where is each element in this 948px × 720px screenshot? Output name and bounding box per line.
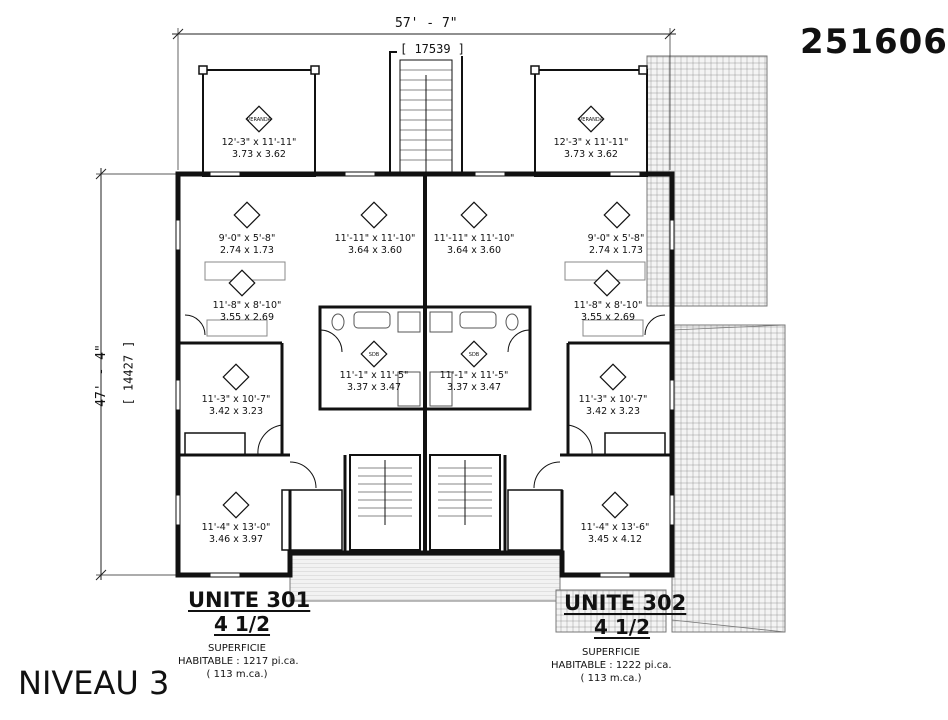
room-label-dining-301: 9'-0" x 5'-8" 2.74 x 1.73	[219, 233, 276, 257]
overall-width-dimension	[172, 28, 676, 170]
room-size-imperial: 11'-4" x 13'-0"	[201, 522, 271, 533]
veranda-icon-label: VERANDA	[579, 117, 604, 123]
plan-number: 251606	[800, 22, 948, 62]
room-size-metric: 3.73 x 3.62	[232, 149, 286, 160]
room-size-metric: 2.74 x 1.73	[220, 245, 274, 256]
room-size-metric: 3.42 x 3.23	[209, 406, 263, 417]
overall-width-metric-label: [ 17539 ]	[397, 42, 469, 56]
kitchen-icon	[593, 269, 621, 297]
unit-302-area-line2: HABITABLE : 1222 pi.ca.	[551, 660, 672, 671]
room-size-imperial: 11'-3" x 10'-7"	[201, 394, 271, 405]
room-size-metric: 3.55 x 2.69	[220, 312, 274, 323]
exterior-stair	[389, 51, 463, 175]
overall-width-label: 57' - 7"	[395, 16, 458, 31]
windows	[175, 171, 675, 578]
unit-302-name: UNITE 302	[564, 591, 687, 615]
room-label-kitchen-302: 11'-8" x 8'-10" 3.55 x 2.69	[574, 300, 643, 324]
room-size-imperial: 11'-8" x 8'-10"	[212, 300, 282, 311]
room-label-bath-301: 11'-1" x 11'-5" 3.37 x 3.47	[340, 370, 409, 394]
unit-301-area-line1: SUPERFICIE	[208, 643, 266, 654]
room-size-imperial: 9'-0" x 5'-8"	[218, 233, 276, 244]
interior-stairs	[349, 454, 501, 551]
room-size-imperial: 12'-3" x 11'-11"	[553, 137, 629, 148]
room-size-metric: 3.37 x 3.47	[447, 382, 501, 393]
bath-fixtures	[331, 311, 519, 407]
room-label-veranda-302: 12'-3" x 11'-11" 3.73 x 3.62	[554, 137, 629, 161]
room-size-imperial: 11'-1" x 11'-5"	[439, 370, 509, 381]
room-size-imperial: 12'-3" x 11'-11"	[221, 137, 297, 148]
overall-height-metric-label: [ 14427 ]	[121, 340, 136, 406]
room-size-metric: 3.42 x 3.23	[586, 406, 640, 417]
door-swings	[184, 314, 666, 489]
bedroom-icon	[222, 363, 250, 391]
room-size-metric: 3.46 x 3.97	[209, 534, 263, 545]
room-icons	[222, 105, 631, 519]
room-size-metric: 3.37 x 3.47	[347, 382, 401, 393]
veranda-icon	[245, 105, 273, 133]
room-size-imperial: 11'-8" x 8'-10"	[573, 300, 643, 311]
unit-301-area-line2: HABITABLE : 1217 pi.ca.	[178, 656, 299, 667]
bath-icon-label: SDB	[469, 352, 480, 358]
bedroom-icon	[601, 491, 629, 519]
room-label-veranda-301: 12'-3" x 11'-11" 3.73 x 3.62	[222, 137, 297, 161]
room-size-metric: 3.64 x 3.60	[348, 245, 402, 256]
room-label-bedroom1-302: 11'-3" x 10'-7" 3.42 x 3.23	[579, 394, 648, 418]
unit-302-type: 4 1/2	[594, 615, 651, 639]
unit-302-area-line1: SUPERFICIE	[582, 647, 640, 658]
room-size-metric: 3.64 x 3.60	[447, 245, 501, 256]
unit-302-area: SUPERFICIE HABITABLE : 1222 pi.ca. ( 113…	[551, 646, 672, 685]
room-label-living-302: 11'-11" x 11'-10" 3.64 x 3.60	[434, 233, 515, 257]
unit-301-type: 4 1/2	[214, 612, 271, 636]
room-size-metric: 3.55 x 2.69	[581, 312, 635, 323]
room-size-imperial: 9'-0" x 5'-8"	[587, 233, 645, 244]
bedroom-icon	[599, 363, 627, 391]
room-size-metric: 3.73 x 3.62	[564, 149, 618, 160]
room-label-bedroom1-301: 11'-3" x 10'-7" 3.42 x 3.23	[202, 394, 271, 418]
living-icon	[460, 201, 488, 229]
unit-301-area: SUPERFICIE HABITABLE : 1217 pi.ca. ( 113…	[178, 642, 299, 681]
unit-302-area-line3: ( 113 m.ca.)	[580, 673, 642, 684]
living-icon	[360, 201, 388, 229]
room-label-bedroom2-302: 11'-4" x 13'-6" 3.45 x 4.12	[581, 522, 650, 546]
overall-height-label: 47' - 4"	[93, 344, 109, 407]
room-size-imperial: 11'-1" x 11'-5"	[339, 370, 409, 381]
bottom-deck	[289, 552, 667, 633]
kitchen-icon	[228, 269, 256, 297]
room-size-metric: 2.74 x 1.73	[589, 245, 643, 256]
bath-icon	[460, 340, 488, 368]
bedroom-icon	[222, 491, 250, 519]
room-size-imperial: 11'-3" x 10'-7"	[578, 394, 648, 405]
room-label-living-301: 11'-11" x 11'-10" 3.64 x 3.60	[335, 233, 416, 257]
room-size-imperial: 11'-11" x 11'-10"	[433, 233, 515, 244]
room-size-metric: 3.45 x 4.12	[588, 534, 642, 545]
veranda-icon-label: VERANDA	[247, 117, 272, 123]
bath-icon	[360, 340, 388, 368]
unit-301-name: UNITE 301	[188, 588, 311, 612]
room-label-dining-302: 9'-0" x 5'-8" 2.74 x 1.73	[588, 233, 645, 257]
room-label-bath-302: 11'-1" x 11'-5" 3.37 x 3.47	[440, 370, 509, 394]
dining-icon	[603, 201, 631, 229]
level-title: NIVEAU 3	[18, 664, 170, 702]
neighbour-roof-bottom	[671, 324, 786, 633]
overall-height-dimension	[95, 168, 180, 581]
room-label-kitchen-301: 11'-8" x 8'-10" 3.55 x 2.69	[213, 300, 282, 324]
room-label-bedroom2-301: 11'-4" x 13'-0" 3.46 x 3.97	[202, 522, 271, 546]
dining-icon	[233, 201, 261, 229]
room-size-imperial: 11'-4" x 13'-6"	[580, 522, 650, 533]
neighbour-roof-top	[646, 55, 768, 307]
veranda-icon	[577, 105, 605, 133]
room-size-imperial: 11'-11" x 11'-10"	[334, 233, 416, 244]
unit-301-area-line3: ( 113 m.ca.)	[206, 669, 268, 680]
bath-icon-label: SDB	[369, 352, 380, 358]
